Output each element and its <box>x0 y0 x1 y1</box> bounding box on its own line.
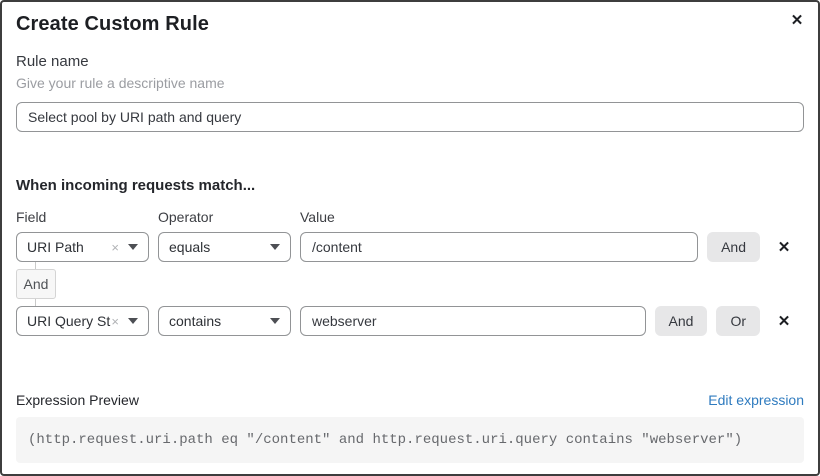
expression-text: (http.request.uri.path eq "/content" and… <box>28 432 743 448</box>
remove-row-icon[interactable]: ✕ <box>773 310 795 332</box>
operator-select[interactable]: equals <box>158 232 291 262</box>
value-column-label: Value <box>300 209 335 225</box>
operator-select-value: contains <box>169 313 222 329</box>
rule-name-helper: Give your rule a descriptive name <box>16 75 225 91</box>
field-select[interactable]: URI Query St... × <box>16 306 149 336</box>
field-column-label: Field <box>16 209 47 225</box>
operator-column-label: Operator <box>158 209 214 225</box>
clear-selection-icon[interactable]: × <box>111 313 119 329</box>
field-select-value: URI Query St... <box>27 313 111 329</box>
chevron-down-icon <box>128 318 138 324</box>
field-select[interactable]: URI Path × <box>16 232 149 262</box>
value-input[interactable] <box>300 306 646 336</box>
value-input[interactable] <box>300 232 699 262</box>
remove-row-icon[interactable]: ✕ <box>773 236 795 258</box>
dialog-title: Create Custom Rule <box>16 13 209 35</box>
expression-preview-label: Expression Preview <box>16 392 139 408</box>
operator-select-value: equals <box>169 239 211 255</box>
expression-preview-code-block: (http.request.uri.path eq "/content" and… <box>16 417 804 463</box>
match-row: URI Path × equals And ✕ <box>16 232 804 262</box>
and-connector-badge: And <box>16 262 56 306</box>
and-button[interactable]: And <box>654 306 708 336</box>
clear-selection-icon[interactable]: × <box>111 239 119 255</box>
and-button[interactable]: And <box>707 232 760 262</box>
match-section-heading: When incoming requests match... <box>16 177 256 194</box>
field-select-value: URI Path <box>27 239 84 255</box>
match-row: URI Query St... × contains And Or ✕ <box>16 306 804 336</box>
operator-select[interactable]: contains <box>158 306 291 336</box>
chevron-down-icon <box>128 244 138 250</box>
close-icon[interactable]: ✕ <box>786 9 808 31</box>
or-button[interactable]: Or <box>716 306 760 336</box>
edit-expression-link[interactable]: Edit expression <box>708 392 804 408</box>
rule-name-input[interactable] <box>16 102 804 132</box>
chevron-down-icon <box>270 244 280 250</box>
chevron-down-icon <box>270 318 280 324</box>
column-labels: Field Operator Value <box>16 209 804 225</box>
rule-name-label: Rule name <box>16 53 89 70</box>
